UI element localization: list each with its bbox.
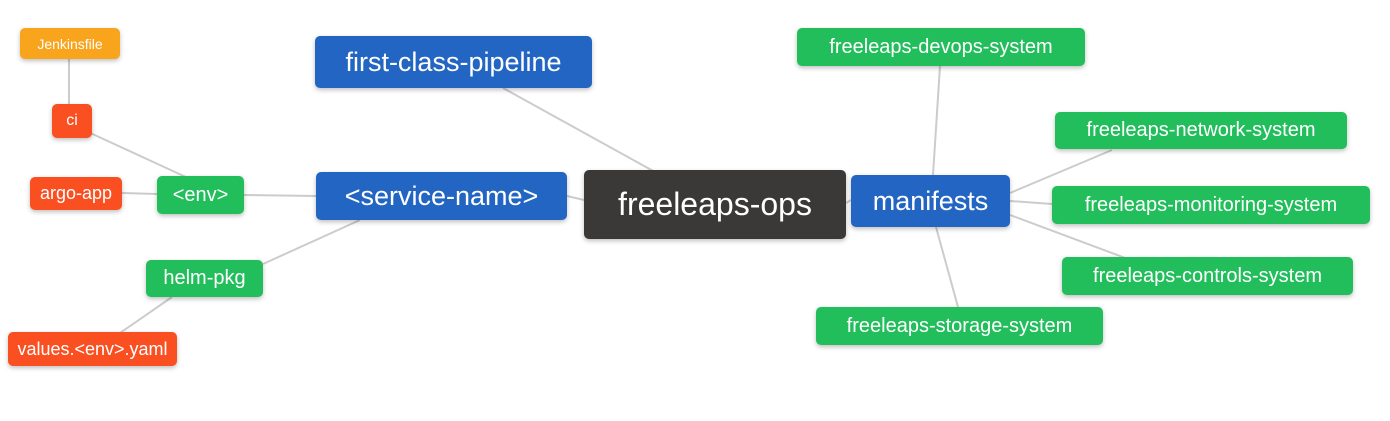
node-values-env-yaml[interactable]: values.<env>.yaml	[8, 332, 177, 366]
node-helm-pkg[interactable]: helm-pkg	[146, 260, 263, 297]
node-freeleaps-devops-system[interactable]: freeleaps-devops-system	[797, 28, 1085, 66]
edge-argo-app-env	[121, 192, 158, 195]
edge-env-service-name	[243, 194, 317, 197]
node-freeleaps-monitoring-system[interactable]: freeleaps-monitoring-system	[1052, 186, 1370, 224]
edge-manifests-controls	[1009, 214, 1129, 260]
node-ci[interactable]: ci	[52, 104, 92, 138]
node-argo-app[interactable]: argo-app	[30, 177, 122, 210]
edge-pipeline-ops	[502, 87, 656, 173]
edge-service-name-helm-pkg	[262, 219, 361, 265]
edge-helm-pkg-values	[119, 296, 173, 334]
edge-manifests-devops	[932, 65, 941, 176]
edge-service-name-ops	[566, 195, 585, 201]
node-manifests[interactable]: manifests	[851, 175, 1010, 227]
node-jenkinsfile[interactable]: Jenkinsfile	[20, 28, 120, 59]
node-service-name[interactable]: <service-name>	[316, 172, 567, 220]
edge-ci-env	[85, 130, 189, 179]
node-freeleaps-controls-system[interactable]: freeleaps-controls-system	[1062, 257, 1353, 295]
node-freeleaps-network-system[interactable]: freeleaps-network-system	[1055, 112, 1347, 149]
node-env[interactable]: <env>	[157, 176, 244, 214]
edge-manifests-storage	[935, 226, 959, 308]
edge-manifests-monitoring	[1009, 200, 1053, 205]
node-first-class-pipeline[interactable]: first-class-pipeline	[315, 36, 592, 88]
node-freeleaps-ops-root[interactable]: freeleaps-ops	[584, 170, 846, 239]
edge-ops-manifests	[845, 199, 852, 204]
edge-manifests-network	[1009, 149, 1113, 194]
node-freeleaps-storage-system[interactable]: freeleaps-storage-system	[816, 307, 1103, 345]
